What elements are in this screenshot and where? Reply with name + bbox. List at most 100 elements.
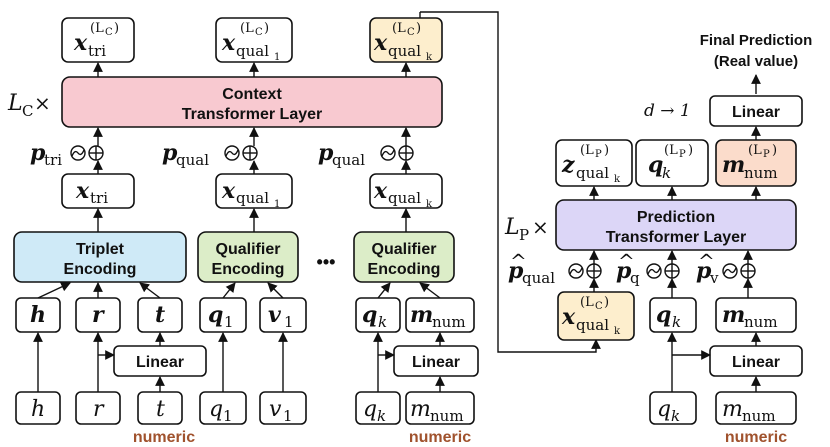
svg-text:r: r (93, 397, 105, 422)
svg-text:q: q (362, 302, 377, 328)
svg-text:): ) (604, 295, 609, 310)
svg-text:1: 1 (284, 313, 294, 331)
svg-text:num: num (744, 313, 778, 331)
svg-text:Linear: Linear (732, 104, 780, 121)
qualifier-encoding-1: Qualifier Encoding (197, 231, 299, 283)
svg-text:qual: qual (522, 269, 555, 287)
svg-text:qual: qual (236, 42, 269, 60)
svg-text:qual: qual (388, 189, 421, 207)
svg-text:tri: tri (88, 42, 106, 60)
raw-h: h (15, 391, 61, 425)
svg-text:1: 1 (274, 52, 280, 63)
final-prediction-sub: (Real value) (714, 53, 798, 70)
ellipsis: ••• (317, 252, 336, 272)
svg-text:x: x (221, 178, 236, 204)
svg-text:q: q (656, 302, 671, 328)
svg-text:z: z (561, 152, 575, 178)
svg-text:(L: (L (240, 21, 254, 36)
svg-text:x: x (373, 178, 388, 204)
svg-text:): ) (688, 143, 693, 158)
svg-text:^: ^ (618, 249, 635, 273)
svg-text:k: k (377, 407, 386, 425)
svg-text:): ) (114, 21, 119, 36)
svg-text:q: q (209, 397, 223, 422)
svg-text:C: C (105, 27, 113, 38)
svg-text:Linear: Linear (412, 354, 460, 371)
svg-text:qual: qual (388, 42, 421, 60)
pos-hat-v: pv ^ (696, 249, 756, 287)
svg-text:x: x (73, 30, 88, 56)
svg-text:C: C (595, 301, 603, 312)
svg-text:1: 1 (224, 313, 234, 331)
svg-text:Encoding: Encoding (64, 261, 137, 278)
svg-text:qual: qual (576, 164, 609, 182)
svg-text:p: p (696, 258, 712, 284)
numeric-label-2: numeric (409, 429, 471, 446)
prediction-transformer-layer: Prediction Transformer Layer (555, 199, 797, 251)
svg-text:k: k (614, 326, 621, 337)
qualifier-encoding-k: Qualifier Encoding (353, 231, 455, 283)
svg-text:x: x (221, 30, 236, 56)
svg-text:Qualifier: Qualifier (372, 241, 437, 258)
svg-text:m: m (722, 302, 745, 328)
svg-text:k: k (426, 199, 433, 210)
svg-text:1: 1 (274, 199, 280, 210)
lc-label: L (7, 91, 23, 116)
raw-r: r (75, 391, 121, 425)
svg-text:): ) (772, 143, 777, 158)
svg-text:tri: tri (44, 151, 62, 169)
svg-text:(L: (L (580, 143, 594, 158)
svg-text:Encoding: Encoding (368, 261, 441, 278)
context-label-2: Transformer Layer (182, 106, 323, 123)
connector-line (442, 11, 601, 353)
svg-text:x: x (561, 304, 576, 330)
svg-text:(L: (L (580, 295, 594, 310)
svg-text:q: q (208, 302, 223, 328)
svg-text:Triplet: Triplet (76, 241, 125, 258)
d-to-1: d → 1 (644, 101, 691, 121)
svg-text:(L: (L (90, 21, 104, 36)
pos-hat-q: pq ^ (616, 249, 680, 287)
svg-text:p: p (162, 140, 178, 166)
svg-text:Encoding: Encoding (212, 261, 285, 278)
svg-text:q: q (648, 152, 663, 178)
lp-sub: P (519, 226, 529, 244)
svg-text:t: t (156, 397, 165, 422)
svg-text:1: 1 (223, 407, 233, 425)
svg-text:q: q (363, 397, 377, 422)
svg-text:^: ^ (510, 249, 527, 273)
svg-text:p: p (616, 258, 632, 284)
svg-text:num: num (430, 407, 464, 425)
svg-text:Prediction: Prediction (637, 209, 715, 226)
svg-text:Transformer Layer: Transformer Layer (606, 229, 747, 246)
linear-left-1: Linear (113, 345, 207, 377)
embed-h: h (15, 297, 61, 333)
svg-text:q: q (657, 397, 671, 422)
svg-text:P: P (595, 149, 602, 160)
svg-text:): ) (264, 21, 269, 36)
svg-text:k: k (662, 164, 671, 182)
svg-text:qual: qual (236, 189, 269, 207)
svg-text:num: num (742, 407, 776, 425)
svg-text:Linear: Linear (136, 354, 184, 371)
svg-text:x: x (373, 30, 388, 56)
svg-text:v: v (709, 269, 719, 287)
svg-text:(L: (L (392, 21, 406, 36)
linear-left-2: Linear (393, 345, 479, 377)
lc-times: × (34, 91, 51, 115)
